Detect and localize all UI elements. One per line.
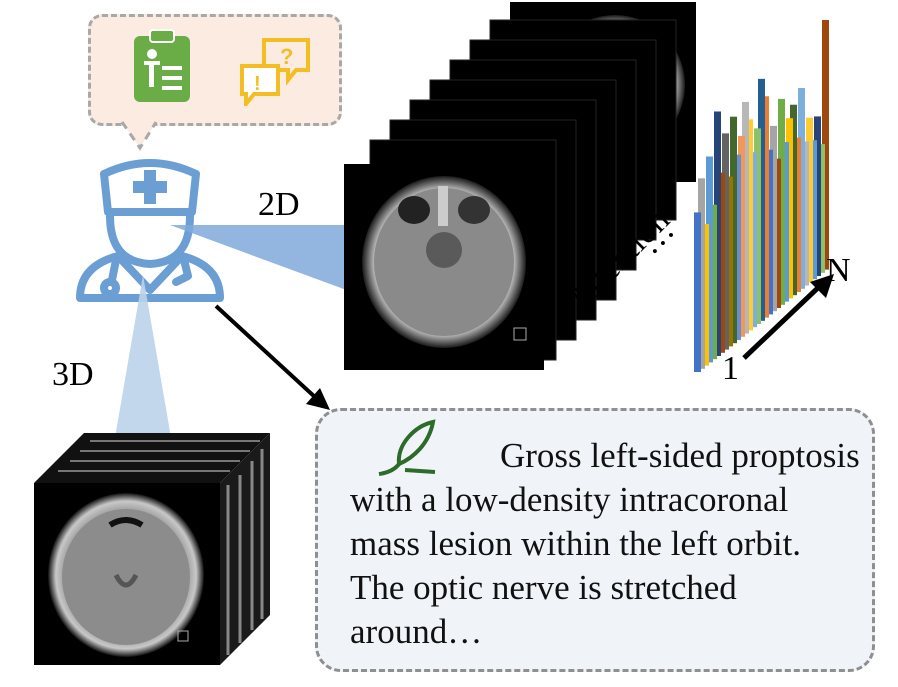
attention-bar bbox=[778, 98, 785, 305]
attention-bar bbox=[818, 144, 825, 273]
attention-bar bbox=[730, 116, 737, 344]
attention-bar bbox=[694, 212, 701, 372]
attention-bar bbox=[750, 152, 757, 328]
attention-bar bbox=[718, 172, 725, 353]
attention-bar bbox=[786, 118, 793, 299]
svg-text:?: ? bbox=[280, 44, 293, 69]
attention-bar bbox=[734, 154, 741, 340]
label-2d: 2D bbox=[258, 186, 300, 223]
ct-volume-cube bbox=[34, 433, 270, 665]
report-text: Gross left-sided proptosis with a low-de… bbox=[350, 436, 860, 651]
attention-bar bbox=[810, 140, 817, 280]
attention-bar bbox=[698, 178, 705, 369]
question-answer-icon: ? ! bbox=[240, 38, 310, 106]
attention-bar bbox=[782, 142, 789, 302]
quill-pen-icon bbox=[378, 419, 436, 476]
attention-bar bbox=[702, 224, 709, 366]
attention-bar bbox=[762, 96, 769, 318]
attention-bar bbox=[710, 204, 717, 360]
attention-bar bbox=[766, 149, 773, 315]
svg-text:!: ! bbox=[254, 73, 261, 95]
attention-bar bbox=[738, 136, 745, 337]
ct-slice-stack bbox=[344, 2, 696, 370]
attention-bar bbox=[770, 125, 777, 312]
attention-bar bbox=[794, 137, 801, 292]
attention-bar bbox=[802, 141, 809, 286]
attention-bar bbox=[714, 111, 721, 356]
attention-bar bbox=[774, 158, 781, 308]
attention-bar bbox=[746, 119, 753, 331]
attention-bars bbox=[694, 20, 829, 372]
clipboard-icon bbox=[134, 29, 190, 102]
attention-bar bbox=[798, 88, 805, 289]
attention-bar bbox=[754, 128, 761, 324]
axis-end-label: N bbox=[826, 252, 851, 289]
attention-bar bbox=[758, 78, 765, 321]
attention-bar bbox=[722, 133, 729, 350]
attention-bar bbox=[742, 101, 749, 334]
bubble-tail bbox=[120, 121, 158, 151]
slice-axis-arrow bbox=[742, 274, 834, 360]
label-3d: 3D bbox=[52, 356, 94, 393]
attention-bar bbox=[706, 156, 713, 363]
attention-bar bbox=[814, 116, 821, 276]
attention-bar bbox=[726, 176, 733, 347]
slice-front bbox=[344, 164, 544, 370]
report-box bbox=[315, 408, 875, 672]
report-arrow bbox=[214, 304, 330, 410]
attention-bar bbox=[806, 117, 813, 283]
doctor-icon bbox=[76, 159, 224, 302]
view-beam-2d bbox=[170, 225, 360, 295]
attention-bar bbox=[790, 104, 797, 296]
axis-start-label: 1 bbox=[722, 350, 739, 387]
view-beam-3d bbox=[112, 275, 174, 455]
attention-bar bbox=[822, 20, 829, 270]
